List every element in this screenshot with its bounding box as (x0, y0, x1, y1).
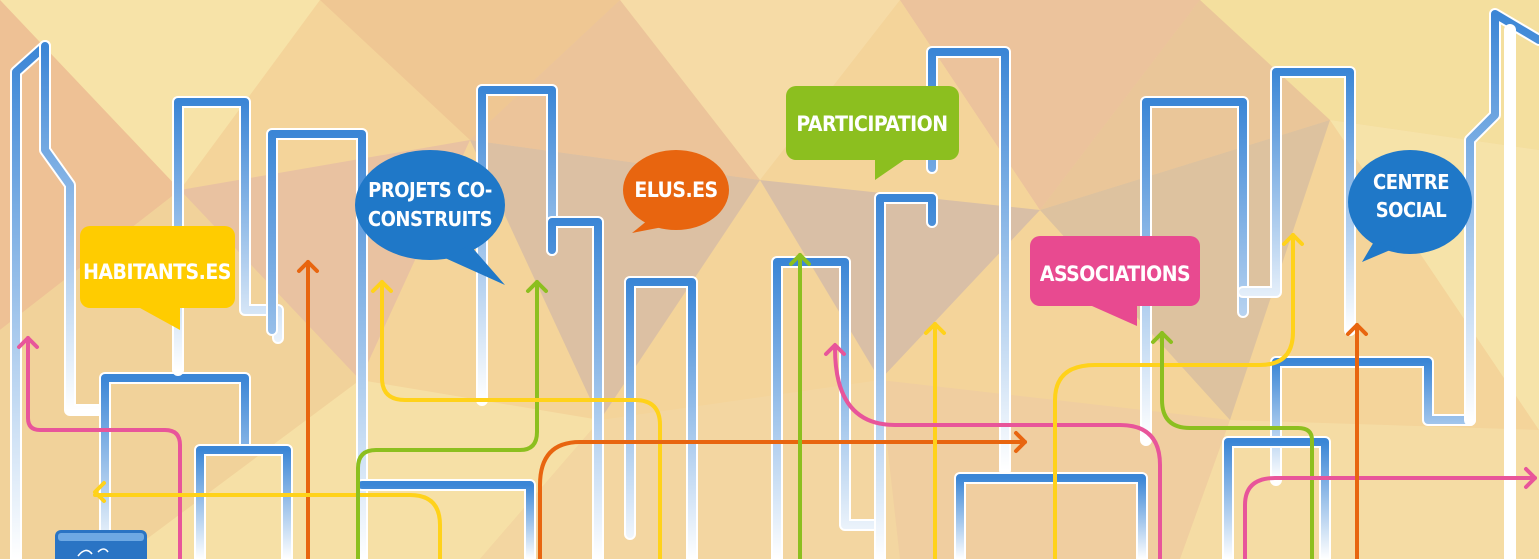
centre-social-logo-icon (55, 530, 147, 559)
arrowhead-icon (1524, 467, 1537, 489)
bubble-centre: CENTRE SOCIAL (1348, 150, 1472, 262)
arrowhead-icon (924, 322, 946, 335)
building-bar (1272, 358, 1474, 484)
bubble-elus-label: ELUS.ES (634, 178, 717, 202)
building-bar (773, 258, 882, 559)
building-bars (10, 8, 1539, 559)
arrowhead-icon (1346, 323, 1368, 336)
building-bar (956, 474, 1146, 559)
building-bar (358, 481, 534, 559)
building-bar (1224, 438, 1329, 559)
building-bar (876, 194, 936, 559)
arrowhead-icon (1151, 331, 1173, 344)
bubble-centre-label-1: CENTRE (1373, 170, 1449, 194)
arrowhead-icon (297, 260, 319, 273)
bubble-projets-label-2: CONSTRUITS (368, 207, 492, 231)
building-bar (1466, 10, 1539, 424)
connection-arrow-line (833, 346, 1162, 559)
arrowhead-icon (93, 481, 106, 503)
building-bar (478, 86, 556, 404)
connection-arrow-line (1053, 233, 1295, 559)
arrowhead-icon (526, 280, 548, 293)
connection-arrow-line (538, 440, 1027, 559)
connection-arrows (17, 233, 1537, 559)
connection-arrow-line (1160, 331, 1314, 559)
arrowhead-icon (1014, 431, 1027, 453)
building-bar (268, 130, 366, 559)
bubble-elus: ELUS.ES (623, 150, 729, 233)
connection-arrow-line (26, 336, 182, 559)
bubble-habitants-shape (80, 226, 235, 330)
building-bar (626, 278, 696, 559)
connection-arrow-line (356, 280, 539, 559)
bubble-projets: PROJETS CO- CONSTRUITS (355, 150, 505, 285)
arrowhead-icon (1282, 233, 1304, 246)
connection-arrow-line (1243, 476, 1537, 559)
arrowhead-icon (824, 343, 846, 356)
building-bar (548, 218, 602, 559)
bubble-projets-label-1: PROJETS CO- (368, 178, 492, 202)
bubble-participation: PARTICIPATION (786, 86, 959, 180)
building-bar (101, 374, 249, 559)
building-bar (1239, 68, 1354, 334)
connection-arrow-line (380, 280, 662, 559)
arrowhead-icon (789, 253, 811, 266)
connection-arrow-line (93, 493, 442, 559)
building-bar (12, 42, 49, 559)
bubble-habitants: HABITANTS.ES (80, 226, 235, 330)
bubble-associations: ASSOCIATIONS (1030, 236, 1200, 326)
bubble-habitants-label: HABITANTS.ES (83, 260, 231, 284)
bubble-participation-label: PARTICIPATION (796, 112, 947, 136)
building-bar (41, 42, 109, 414)
arrowhead-icon (371, 280, 393, 293)
arrowhead-icon (17, 336, 39, 349)
bubble-centre-label-2: SOCIAL (1376, 198, 1447, 222)
building-bar (196, 446, 291, 559)
bubble-associations-label: ASSOCIATIONS (1040, 262, 1190, 286)
